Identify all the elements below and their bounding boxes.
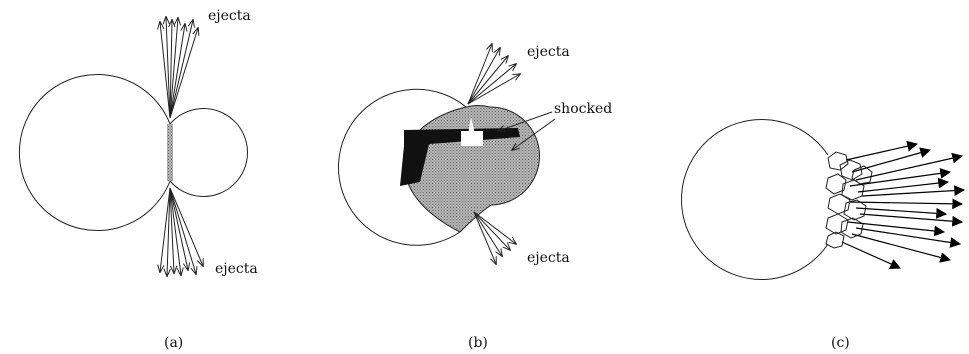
panel-c: (c) xyxy=(682,120,964,352)
caption-a: (a) xyxy=(164,335,183,351)
label-shocked-b: shocked xyxy=(554,101,612,117)
ejecta-arrows-top-b xyxy=(468,44,520,104)
label-ejecta-top-a: ejecta xyxy=(208,8,251,24)
ejecta-arrows-bottom-a xyxy=(160,188,203,276)
label-ejecta-bottom-b: ejecta xyxy=(527,250,570,266)
ejecta-arrows-top-a xyxy=(160,17,198,118)
large-body-a xyxy=(19,75,170,231)
contact-zone-a xyxy=(167,124,173,181)
fragment-cluster-c xyxy=(826,152,872,248)
target-body-c xyxy=(682,120,828,280)
panel-b: ejecta shocked ejecta (b) xyxy=(338,44,612,351)
ejecta-arrows-bottom-b xyxy=(474,212,516,264)
panel-a: ejecta ejecta (a) xyxy=(19,8,257,351)
label-ejecta-bottom-a: ejecta xyxy=(215,261,258,277)
small-body-a xyxy=(170,109,248,197)
caption-b: (b) xyxy=(468,335,488,351)
caption-c: (c) xyxy=(831,335,850,351)
impact-notch-base-b xyxy=(461,131,483,146)
label-ejecta-top-b: ejecta xyxy=(527,44,570,60)
ejecta-arrows-c xyxy=(842,144,964,268)
